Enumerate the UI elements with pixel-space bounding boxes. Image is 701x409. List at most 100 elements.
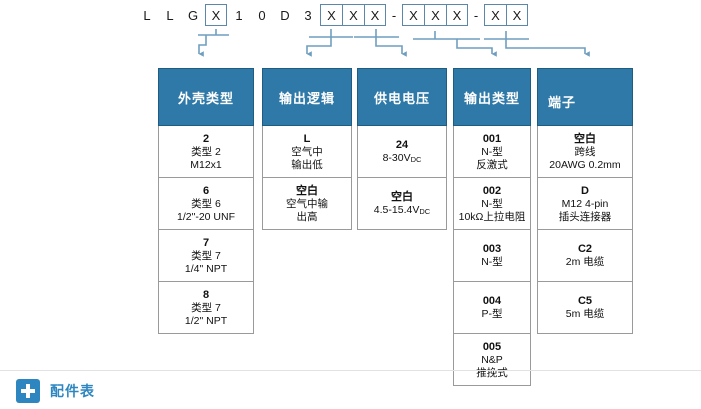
part-number-fixed-char: 1 <box>235 7 243 23</box>
option-description: 类型 7 <box>191 249 221 262</box>
option-code: 002 <box>482 184 502 197</box>
voltage-subscript: DC <box>410 154 422 164</box>
option-description: 跨线 <box>574 145 596 158</box>
part-number-variable-char: X <box>364 4 386 26</box>
column-header-housing-type: 外壳类型 <box>158 68 254 126</box>
voltage-subscript: DC <box>419 206 431 216</box>
option-description: N-型 <box>481 256 503 268</box>
option-description: M12x1 <box>190 158 222 171</box>
option-description: 插头连接器 <box>558 210 612 223</box>
option-code: D <box>581 184 589 197</box>
part-number-fixed-char: 3 <box>304 7 312 23</box>
option-code: L <box>303 132 311 145</box>
option-description: 8-30VDC <box>383 152 422 166</box>
option-description: 推挽式 <box>476 366 508 379</box>
option-description: N-型 <box>481 145 503 158</box>
option-description: 4.5-15.4VDC <box>374 204 430 218</box>
option-code: 005 <box>482 340 502 353</box>
option-description: 类型 6 <box>191 197 221 210</box>
option-code: 001 <box>482 132 502 145</box>
column-header-terminal: 端子 <box>537 68 633 126</box>
option-code: C5 <box>577 295 593 307</box>
plus-square-icon <box>16 379 40 403</box>
option-description: 空气中 <box>291 145 323 158</box>
part-number-variable-char: X <box>205 4 227 26</box>
part-number-variable-char: X <box>320 4 342 26</box>
option-description: 输出低 <box>291 158 323 171</box>
option-description: N&P <box>481 353 503 366</box>
option-description: 2m 电缆 <box>565 256 605 268</box>
option-code: 7 <box>202 236 210 249</box>
option-description: N-型 <box>481 197 503 210</box>
part-number-separator: - <box>473 7 479 23</box>
accessories-footer[interactable]: 配件表 <box>16 379 95 403</box>
option-description-text: 8-30V <box>382 151 411 164</box>
part-number-variable-char: X <box>506 4 528 26</box>
option-code: 24 <box>395 138 409 151</box>
option-cell: 空白空气中输出高 <box>262 178 352 230</box>
option-description: M12 4-pin <box>561 197 609 210</box>
option-description: 1/2"-20 UNF <box>177 210 235 223</box>
option-description: 1/4" NPT <box>184 262 228 275</box>
part-number-fixed-char: G <box>187 7 199 23</box>
option-description: 1/2" NPT <box>184 314 228 327</box>
part-number-variable-char: X <box>424 4 446 26</box>
option-code: 空白 <box>296 184 318 197</box>
option-description: 空气中输 <box>286 197 328 210</box>
option-code: 空白 <box>574 132 596 145</box>
option-code: C2 <box>577 243 593 255</box>
option-code: 2 <box>202 132 210 145</box>
connector-lines <box>0 29 701 80</box>
option-description: 类型 7 <box>191 301 221 314</box>
accessories-label: 配件表 <box>50 383 95 399</box>
part-number-fixed-char: L <box>166 7 174 23</box>
part-number-variable-char: X <box>402 4 424 26</box>
part-number-variable-char: X <box>342 4 364 26</box>
option-code: 6 <box>202 184 210 197</box>
part-number-variable-char: X <box>484 4 506 26</box>
option-description: 20AWG 0.2mm <box>549 158 621 171</box>
option-description: 5m 电缆 <box>565 308 605 320</box>
part-number-fixed-char: D <box>280 7 290 23</box>
option-code: 8 <box>202 288 210 301</box>
option-code: 空白 <box>391 190 413 203</box>
option-description: 反激式 <box>476 158 508 171</box>
column-header-output-type: 输出类型 <box>453 68 531 126</box>
footer-divider <box>0 370 701 371</box>
option-description: 出高 <box>296 210 318 223</box>
option-description: P-型 <box>481 308 503 320</box>
column-header-output-logic: 输出逻辑 <box>262 68 352 126</box>
column-header-supply-voltage: 供电电压 <box>357 68 447 126</box>
part-number-separator: - <box>391 7 397 23</box>
part-number-fixed-char: 0 <box>258 7 266 23</box>
part-number-fixed-char: L <box>143 7 151 23</box>
option-description: 10kΩ上拉电阻 <box>458 210 526 223</box>
option-description-text: 4.5-15.4V <box>373 203 420 216</box>
option-code: 004 <box>482 295 502 307</box>
option-code: 003 <box>482 243 502 255</box>
part-number-variable-char: X <box>446 4 468 26</box>
